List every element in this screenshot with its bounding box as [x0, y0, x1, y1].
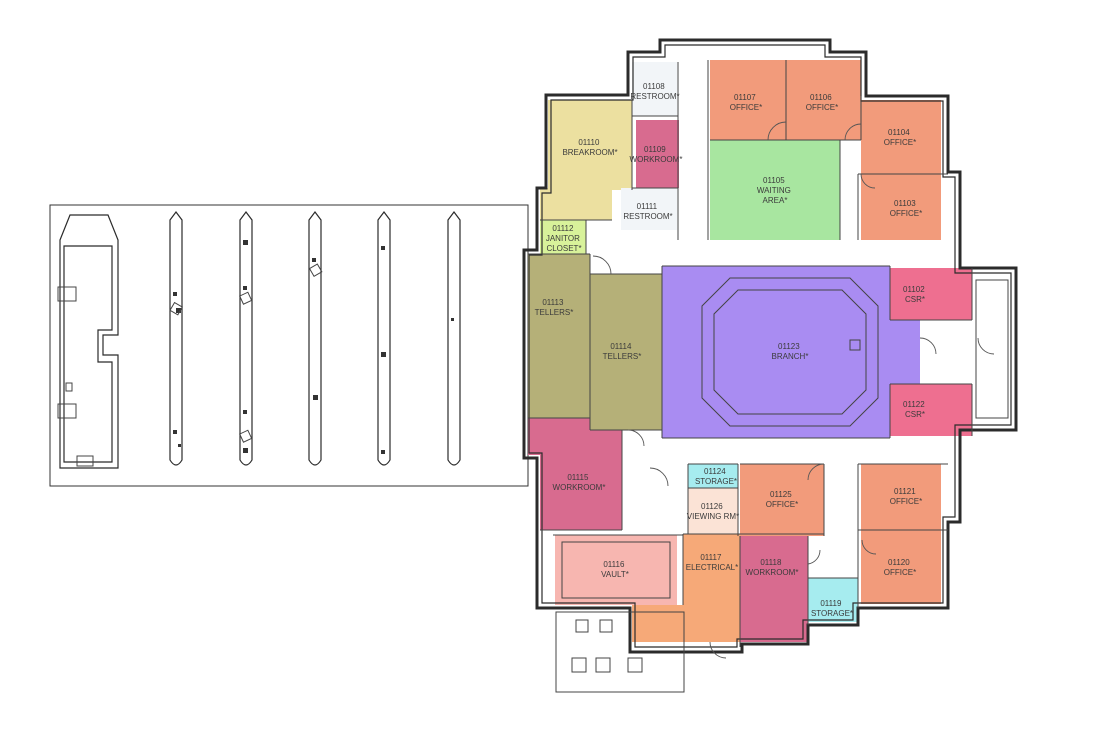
room-01115: 01115 WORKROOM* [553, 473, 606, 492]
room-01110: 01110 BREAKROOM* [562, 138, 617, 157]
room-01121: 01121 OFFICE* [890, 487, 922, 506]
room-01102: 01102 CSR* [903, 285, 927, 304]
room-01112: 01112 JANITOR CLOSET* [546, 224, 582, 253]
room-01116: 01116 VAULT* [601, 560, 629, 579]
room-labels: 01108 RESTROOM* 01107 OFFICE* 01106 OFFI… [535, 82, 927, 618]
room-01111: 01111 RESTROOM* [623, 202, 672, 221]
room-01109: 01109 WORKROOM* [630, 145, 683, 164]
room-01123: 01123 BRANCH* [772, 342, 809, 361]
building-walls [522, 38, 1018, 693]
room-01119: 01119 STORAGE* [811, 599, 853, 618]
room-01114: 01114 TELLERS* [603, 342, 642, 361]
room-01120: 01120 OFFICE* [884, 558, 916, 577]
room-01125: 01125 OFFICE* [766, 490, 798, 509]
room-01105: 01105 WAITING AREA* [757, 176, 793, 205]
drive-thru-canopy [49, 204, 529, 487]
room-01104: 01104 OFFICE* [884, 128, 916, 147]
room-01108: 01108 RESTROOM* [630, 82, 679, 101]
room-01103: 01103 OFFICE* [890, 199, 922, 218]
room-01106: 01106 OFFICE* [806, 93, 838, 112]
room-fills [528, 60, 972, 642]
room-01122: 01122 CSR* [903, 400, 927, 419]
room-01124: 01124 STORAGE* [695, 467, 737, 486]
room-01118: 01118 WORKROOM* [746, 558, 799, 577]
room-01117: 01117 ELECTRICAL* [686, 553, 738, 572]
room-01113: 01113 TELLERS* [535, 298, 574, 317]
room-01126: 01126 VIEWING RM* [687, 502, 739, 521]
room-01107: 01107 OFFICE* [730, 93, 762, 112]
